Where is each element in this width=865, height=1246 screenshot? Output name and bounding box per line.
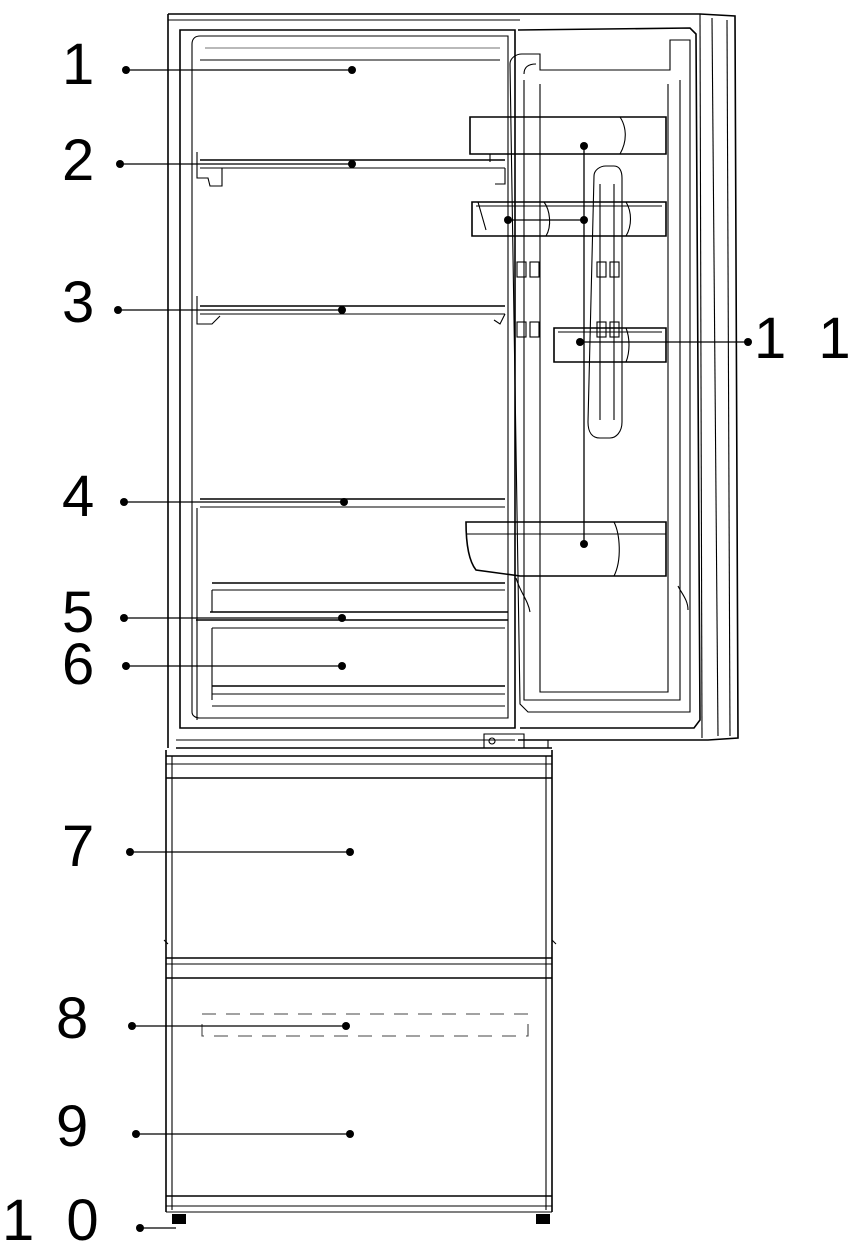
freezer-cabinet	[165, 750, 553, 1212]
callout-6: 6	[62, 632, 102, 697]
door-balcony-bottom	[465, 521, 667, 577]
callout-4: 4	[62, 464, 102, 529]
shelf-upper	[196, 152, 506, 187]
callout-2: 2	[62, 128, 102, 193]
adjustable-feet	[166, 1211, 552, 1224]
leader-lines	[114, 66, 752, 1232]
freezer-drawer-bottom	[166, 1195, 552, 1207]
callout-labels: 1 2 3 4 5 6 7 8 9 1 0 1 1	[2, 32, 859, 1246]
door-balcony-third	[553, 327, 667, 363]
crisper-drawer-upper	[210, 582, 508, 613]
shelf-lower	[196, 498, 505, 720]
fridge-cabinet	[167, 13, 552, 749]
callout-9: 9	[56, 1094, 96, 1159]
callout-1: 1	[62, 32, 102, 97]
fridge-door	[483, 13, 739, 749]
freezer-drawer-top	[163, 939, 557, 979]
door-balcony-second	[471, 201, 667, 237]
callout-10: 1 0	[2, 1188, 107, 1246]
freezer-drawer-middle	[201, 1013, 529, 1037]
callout-8: 8	[56, 986, 96, 1051]
callout-11: 1 1	[754, 306, 859, 371]
leader-dot-1	[122, 66, 130, 74]
callout-5: 5	[62, 580, 102, 645]
door-balcony-top	[469, 116, 667, 162]
callout-7: 7	[62, 814, 102, 879]
callout-3: 3	[62, 270, 102, 335]
crisper-drawer-lower	[196, 619, 508, 707]
